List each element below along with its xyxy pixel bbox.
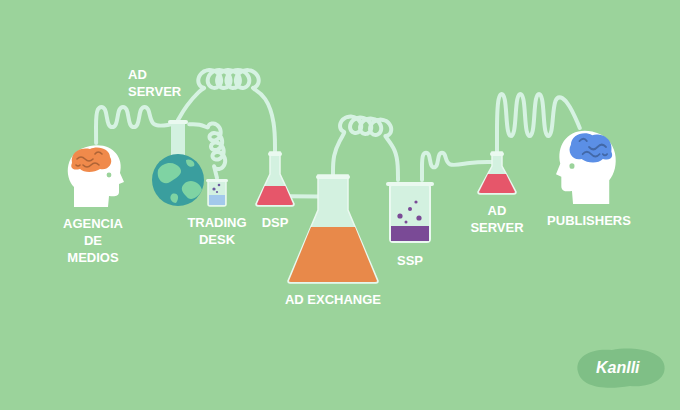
lab-smallbeaker: TRADING DESK: [182, 178, 252, 248]
brain-fold: [95, 152, 102, 154]
glassware: [150, 120, 206, 206]
beaker-liquid: [391, 226, 429, 241]
globe: [152, 154, 204, 206]
flask-glass: [288, 175, 378, 283]
brain: [570, 133, 613, 162]
glassware-drawing: [256, 152, 294, 206]
bubble: [212, 187, 215, 190]
head-silhouette: [68, 145, 124, 207]
bubble: [408, 207, 412, 211]
continent: [186, 159, 194, 166]
head-figure: [68, 145, 124, 207]
glassware-drawing: [288, 175, 378, 283]
bubble: [397, 213, 402, 218]
flask-neck: [171, 120, 185, 158]
brain-fold: [603, 154, 607, 155]
continent: [182, 181, 202, 199]
flask-glass: [256, 152, 294, 206]
beaker-glass: [390, 184, 430, 242]
beaker-liquid: [209, 195, 225, 205]
head-figure: [556, 131, 616, 204]
lab-head: AGENCIA DE MEDIOS: [48, 143, 138, 266]
glassware: [206, 178, 228, 206]
node-label: AD EXCHANGE: [273, 291, 393, 308]
brain-fold: [583, 152, 600, 157]
flask-rim: [490, 152, 504, 156]
lab-head: PUBLISHERS: [539, 128, 639, 229]
brain-fold: [83, 163, 99, 167]
node-label: TRADING DESK: [182, 214, 252, 248]
glassware-drawing: [386, 180, 434, 244]
flask-liquid: [289, 227, 377, 282]
flask-liquid: [257, 186, 293, 205]
lab-globe: AD SERVER: [128, 66, 208, 206]
node-label: AGENCIA DE MEDIOS: [61, 215, 125, 266]
bubble: [416, 215, 421, 220]
lab-beaker: SSP: [380, 180, 440, 269]
watermark: Kanlli: [596, 358, 640, 378]
brain: [71, 147, 111, 172]
node-label: SSP: [380, 252, 440, 269]
glassware-drawing: [62, 143, 124, 207]
glassware-drawing: [206, 178, 228, 206]
node-label: DSP: [250, 214, 300, 231]
glassware: [288, 175, 378, 283]
glassware-drawing: [556, 128, 622, 204]
glassware: [256, 152, 294, 206]
eye-dot: [107, 173, 112, 178]
glassware-drawing: [150, 120, 206, 206]
node-label: AD SERVER: [466, 202, 528, 236]
glass-tube: [96, 107, 171, 143]
flask-rim: [168, 120, 188, 124]
brain-fold: [589, 145, 606, 150]
glass-tube: [178, 70, 275, 152]
glassware: [478, 152, 516, 194]
brain-fold: [76, 165, 80, 166]
watermark-shape: [577, 349, 664, 388]
glassware: [62, 143, 124, 207]
brain-fold: [579, 139, 586, 141]
lab-flask: AD EXCHANGE: [273, 175, 393, 308]
flask-liquid: [479, 174, 515, 193]
head-silhouette: [556, 131, 616, 204]
bubble: [405, 221, 408, 224]
beaker-rim: [206, 179, 228, 182]
glassware: [386, 180, 434, 244]
bubble: [414, 200, 417, 203]
continent: [170, 194, 178, 203]
bubble: [216, 191, 218, 193]
bubble: [218, 184, 221, 187]
flask-glass: [478, 152, 516, 194]
glassware: [556, 128, 622, 204]
glass-tube: [422, 153, 492, 180]
flask-rim: [268, 152, 282, 156]
beaker-rim: [386, 182, 434, 186]
lab-flask: DSP: [250, 152, 300, 231]
continent: [158, 163, 181, 183]
node-label: AD SERVER: [128, 66, 194, 100]
flask-rim: [316, 175, 350, 179]
glassware-drawing: [478, 152, 516, 194]
lab-flask: AD SERVER: [466, 152, 528, 236]
eye-dot: [569, 163, 574, 169]
glass-tube: [333, 117, 398, 180]
beaker-glass: [208, 180, 226, 206]
glass-tube: [289, 194, 318, 198]
brain-fold: [77, 157, 93, 161]
node-label: PUBLISHERS: [539, 212, 639, 229]
